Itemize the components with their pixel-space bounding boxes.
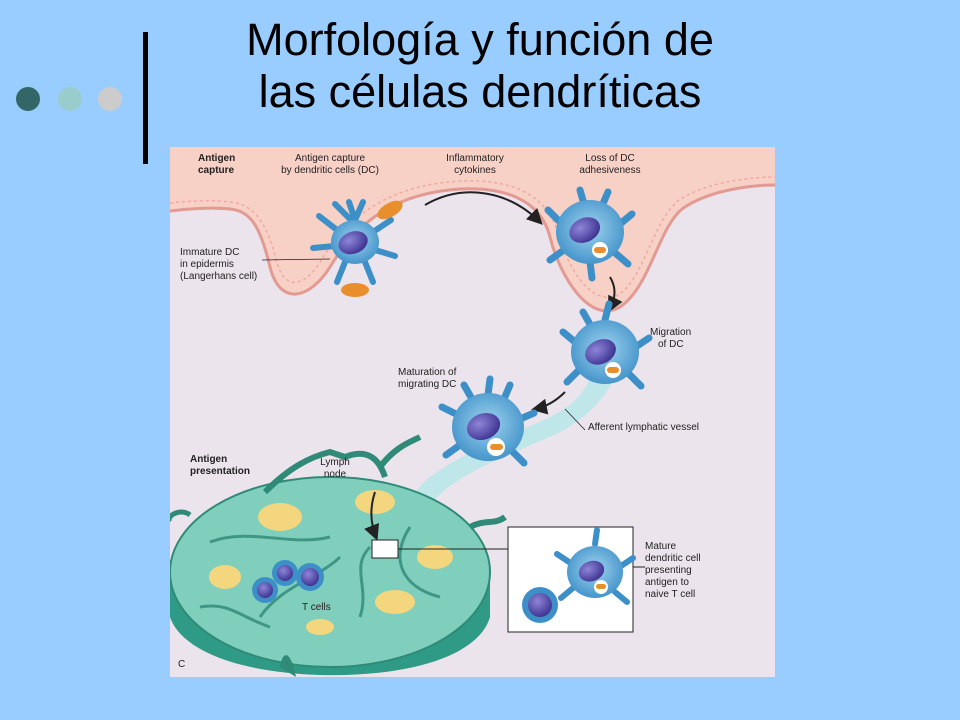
immature-dendritic-cell [310, 199, 398, 285]
label-lymph-2: node [324, 469, 347, 480]
lymph-node [170, 434, 507, 677]
diagram-labels: Antigen capture Antigen capture by dendr… [178, 153, 701, 670]
label-inflammatory-1: Inflammatory [446, 153, 504, 164]
label-mature-3: presenting [645, 565, 692, 576]
label-loss-adhesion-2: adhesiveness [579, 165, 640, 176]
label-mature-5: naive T cell [645, 589, 695, 600]
slide-title: Morfología y función de las células dend… [160, 14, 800, 118]
inset-marker [371, 539, 399, 559]
decor-dot-dark [16, 87, 40, 111]
label-antigen-capture-2: capture [198, 165, 235, 176]
arrow-capture-to-loss [424, 191, 543, 225]
label-antigen-presentation-1: Antigen [190, 454, 227, 465]
epidermis-basement [170, 183, 775, 313]
dendritic-cell-diagram: Antigen capture Antigen capture by dendr… [170, 147, 775, 677]
decor-dot-teal [58, 87, 82, 111]
mature-dendritic-cell-inset [554, 527, 636, 605]
label-capture-by-dc-2: by dendritic cells (DC) [281, 165, 379, 176]
label-afferent-vessel: Afferent lymphatic vessel [588, 422, 699, 433]
label-mature-4: antigen to [645, 577, 689, 588]
label-antigen-presentation-2: presentation [190, 466, 250, 477]
label-antigen-capture-1: Antigen [198, 153, 235, 164]
t-cell-cluster [252, 560, 324, 603]
diagram-svg: Antigen capture Antigen capture by dendr… [170, 147, 775, 677]
dendritic-cell-migrating [559, 300, 653, 390]
arrow-into-lymph-node [364, 491, 379, 541]
arrow-migration-to-maturation [531, 391, 566, 415]
label-t-cells: T cells [302, 602, 331, 613]
epidermis-layer [170, 147, 775, 311]
label-capture-by-dc-1: Antigen capture [295, 153, 365, 164]
label-loss-adhesion-1: Loss of DC [585, 153, 634, 164]
dendritic-cell-loss-adhesion [544, 186, 636, 282]
decor-dot-gray [98, 87, 122, 111]
label-immature-dc-3: (Langerhans cell) [180, 271, 257, 282]
dendritic-cell-maturing [438, 375, 538, 467]
label-immature-dc-1: Immature DC [180, 247, 239, 258]
label-inflammatory-2: cytokines [454, 165, 496, 176]
label-mature-1: Mature [645, 541, 677, 552]
title-divider-line [143, 32, 148, 164]
label-maturation-2: migrating DC [398, 379, 456, 390]
label-maturation-1: Maturation of [398, 367, 457, 378]
epidermis-basement-2 [170, 176, 775, 298]
label-mature-2: dendritic cell [645, 553, 701, 564]
antigen-particle [341, 200, 403, 297]
title-line-1: Morfología y función de [246, 14, 714, 65]
label-panel-letter: C [178, 659, 185, 670]
naive-t-cell-inset [522, 587, 558, 623]
label-immature-dc-2: in epidermis [180, 259, 234, 270]
label-migration-1: Migration [650, 327, 691, 338]
label-lymph-1: Lymph [320, 457, 350, 468]
label-migration-2: of DC [658, 339, 684, 350]
title-line-2: las células dendríticas [258, 66, 702, 117]
